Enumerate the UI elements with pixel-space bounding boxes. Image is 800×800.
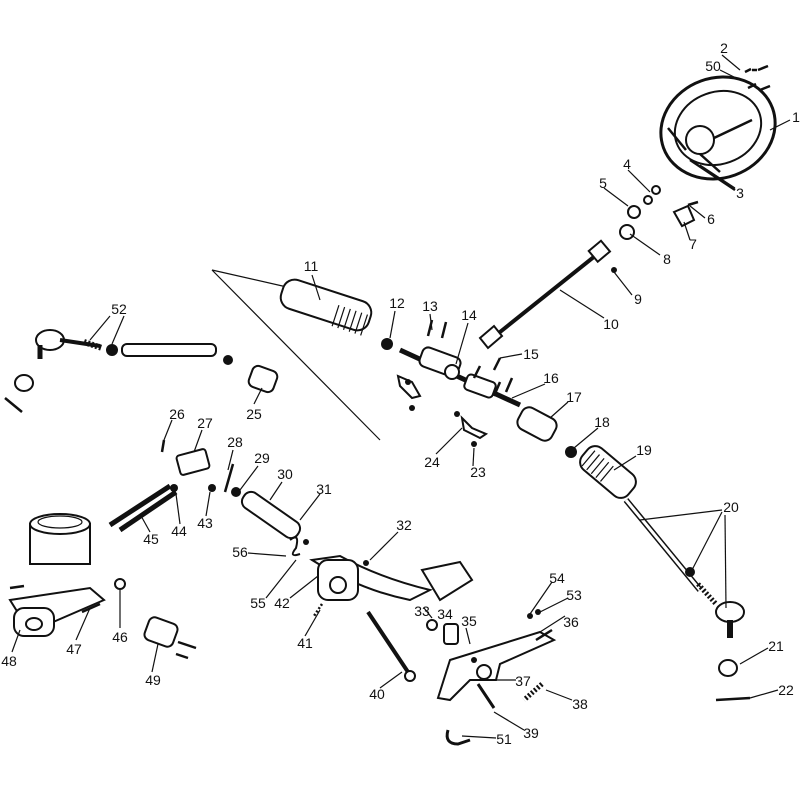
callout-3: 3: [736, 185, 744, 201]
callout-14: 14: [461, 307, 477, 323]
callout-8: 8: [663, 251, 671, 267]
callout-11: 11: [303, 258, 319, 274]
callout-6: 6: [707, 211, 715, 227]
callout-28: 28: [227, 434, 243, 450]
callout-53: 53: [566, 587, 582, 603]
callout-26: 26: [169, 406, 185, 422]
callout-47: 47: [66, 641, 82, 657]
callout-5: 5: [599, 175, 607, 191]
tie-rod-left: [4, 329, 279, 413]
callout-38: 38: [572, 696, 588, 712]
steering-wheel: [659, 75, 777, 192]
callout-45: 45: [143, 531, 159, 547]
callout-56: 56: [232, 544, 248, 560]
throttle-linkage: [426, 609, 557, 746]
callout-33: 33: [414, 603, 430, 619]
steering-column-tube: [211, 269, 381, 441]
tie-rod-right: [579, 445, 751, 702]
callout-10: 10: [603, 316, 619, 332]
callout-40: 40: [369, 686, 385, 702]
callout-25: 25: [246, 406, 262, 422]
callout-50: 50: [705, 58, 721, 74]
callout-22: 22: [778, 682, 794, 698]
callout-24: 24: [424, 454, 440, 470]
callout-51: 51: [496, 731, 512, 747]
callout-2: 2: [720, 40, 728, 56]
callout-19: 19: [636, 442, 652, 458]
callout-23: 23: [470, 464, 486, 480]
callout-42: 42: [274, 595, 290, 611]
callout-18: 18: [594, 414, 610, 430]
callout-20: 20: [723, 499, 739, 515]
coupler: [516, 406, 577, 458]
callout-49: 49: [145, 672, 161, 688]
callout-16: 16: [543, 370, 559, 386]
callout-54: 54: [549, 570, 565, 586]
brake-linkage-parts: [108, 439, 309, 557]
callout-4: 4: [623, 156, 631, 172]
callout-52: 52: [111, 301, 127, 317]
callout-12: 12: [389, 295, 405, 311]
callout-41: 41: [297, 635, 313, 651]
callout-21: 21: [768, 638, 784, 654]
steering-shaft-upper: [478, 239, 617, 350]
switch-valve: [143, 616, 197, 660]
callout-7: 7: [689, 236, 697, 252]
wheel-hardware: [619, 64, 771, 240]
callout-36: 36: [563, 614, 579, 630]
callout-1: 1: [792, 109, 800, 125]
callout-35: 35: [461, 613, 477, 629]
callout-29: 29: [254, 450, 270, 466]
callout-43: 43: [197, 515, 213, 531]
callout-39: 39: [523, 725, 539, 741]
callout-30: 30: [277, 466, 293, 482]
callout-15: 15: [523, 346, 539, 362]
callout-37: 37: [515, 673, 531, 689]
callout-17: 17: [566, 389, 582, 405]
callout-55: 55: [250, 595, 266, 611]
callout-9: 9: [634, 291, 642, 307]
leader-lines: [11, 54, 791, 739]
callout-27: 27: [197, 415, 213, 431]
brake-pedal: [309, 554, 474, 682]
callout-44: 44: [171, 523, 187, 539]
callout-48: 48: [1, 653, 17, 669]
master-cylinder: [8, 513, 126, 637]
callout-46: 46: [112, 629, 128, 645]
steering-gear-assembly: [381, 319, 522, 447]
callout-31: 31: [316, 481, 332, 497]
callout-34: 34: [437, 606, 453, 622]
callout-32: 32: [396, 517, 412, 533]
callout-13: 13: [422, 298, 438, 314]
